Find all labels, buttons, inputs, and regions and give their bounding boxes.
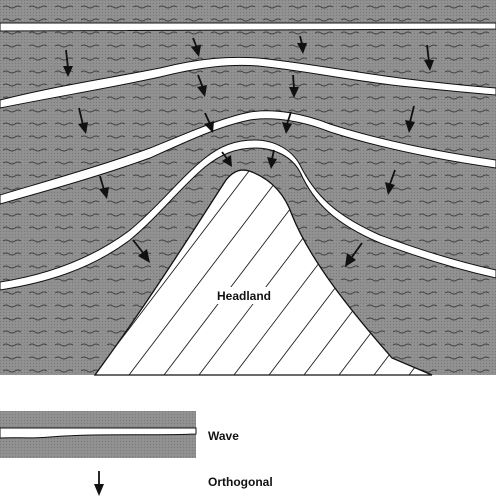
orthogonal-arrow (221, 151, 232, 167)
orthogonal-arrow (132, 239, 150, 263)
headland-land (93, 169, 433, 376)
orthogonal-arrow (405, 105, 415, 133)
orthogonal-arrow (99, 175, 109, 199)
wave-crest-2 (0, 56, 496, 109)
legend-wave-crest (0, 427, 197, 439)
legend-wave-swatch (0, 411, 197, 458)
wave-crests (0, 22, 496, 291)
orthogonal-arrow (345, 242, 363, 267)
legend: Wave Orthogonal (0, 411, 273, 496)
wave-crest-4 (0, 139, 496, 291)
wave-crest-3 (0, 110, 496, 205)
orthogonal-arrow (424, 44, 434, 71)
orthogonal-arrow (63, 49, 73, 77)
headland-label-bg (212, 287, 282, 304)
orthogonal-arrow (289, 74, 299, 98)
orthogonal-arrow (267, 149, 277, 169)
orthogonal-arrow (204, 112, 214, 133)
wave-crest-1 (0, 22, 496, 32)
orthogonal-arrow (78, 107, 88, 134)
headland-label: Headland (217, 289, 271, 303)
orthogonal-arrows (63, 35, 434, 267)
orthogonal-arrow (191, 37, 201, 57)
orthogonal-arrow (197, 74, 207, 97)
legend-wave-label: Wave (208, 429, 239, 443)
orthogonal-arrow (282, 111, 292, 134)
legend-orthogonal-arrow-icon (94, 471, 104, 496)
orthogonal-arrow (297, 35, 307, 54)
legend-orthogonal-label: Orthogonal (208, 475, 273, 489)
orthogonal-arrow (385, 169, 396, 195)
